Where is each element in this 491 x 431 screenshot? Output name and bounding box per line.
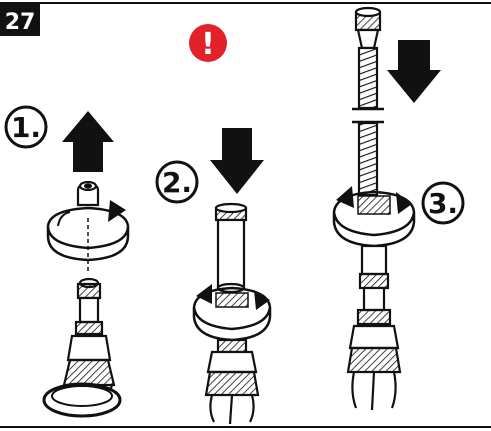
rotate-arrow-icon [108, 200, 126, 222]
step-1-label: 1. [4, 105, 48, 149]
figure-number-badge: 27 [0, 4, 40, 36]
step-3-rotation-collar [332, 186, 416, 248]
rotate-arrow-icon [336, 186, 354, 208]
step-3-valve-body [346, 244, 402, 411]
step-1-base-plate [42, 382, 122, 418]
step-2-threaded-nipple [214, 202, 248, 294]
step-1-cap [76, 180, 100, 207]
figure-number: 27 [5, 10, 36, 35]
arrow-down-icon [210, 128, 264, 194]
step-1-valve-body [62, 277, 116, 406]
step-2-valve-body [204, 338, 260, 425]
arrow-down-icon [387, 40, 441, 103]
arrow-up-icon [62, 111, 114, 172]
warning-glyph: ! [201, 27, 215, 62]
step-3-number: 3. [428, 187, 458, 220]
step-3-label: 3. [421, 181, 465, 225]
step-2-number: 2. [162, 166, 192, 199]
step-1-rotation-collar [46, 200, 130, 272]
hose-break-mark [352, 107, 384, 124]
rotate-arrow-icon [254, 290, 270, 310]
step-2-rotation-collar [192, 284, 272, 342]
step-3-hose-lower [357, 121, 379, 197]
rotate-arrow-icon [196, 284, 212, 304]
warning-icon: ! [189, 24, 227, 62]
step-3-hose-upper [357, 46, 379, 110]
step-2-label: 2. [155, 160, 199, 204]
step-3-hose-nut [354, 6, 382, 50]
step-1-number: 1. [11, 111, 41, 144]
rotate-arrow-icon [396, 192, 412, 214]
